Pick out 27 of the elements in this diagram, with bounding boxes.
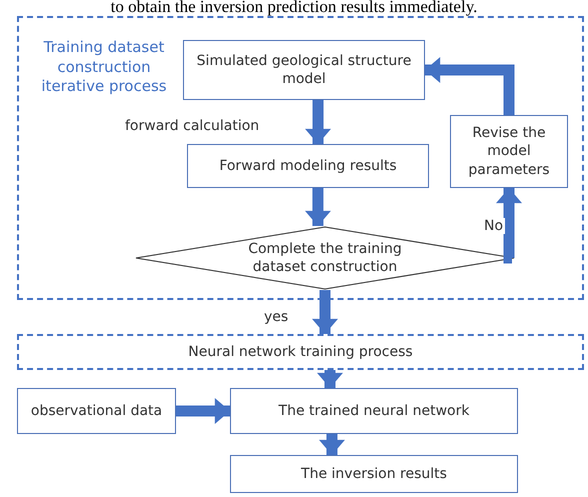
process-group bbox=[17, 16, 584, 300]
arrow bbox=[316, 370, 343, 388]
process-box bbox=[187, 144, 429, 188]
arrow bbox=[304, 188, 331, 226]
input-box bbox=[17, 388, 176, 434]
edge-label: No bbox=[482, 218, 506, 234]
node-label: Simulated geological structure model bbox=[196, 52, 412, 88]
arrow bbox=[425, 57, 514, 115]
arrow bbox=[312, 290, 338, 334]
arrow bbox=[176, 398, 230, 424]
group-heading: Training dataset construction iterative process bbox=[40, 38, 168, 96]
process-box bbox=[230, 388, 518, 434]
process-group bbox=[17, 334, 584, 370]
node-label: Forward modeling results bbox=[219, 156, 397, 176]
arrow bbox=[496, 188, 522, 264]
node-label: observational data bbox=[30, 402, 162, 420]
process-box bbox=[183, 40, 425, 100]
arrow bbox=[305, 100, 332, 144]
node-label: The trained neural network bbox=[278, 402, 470, 420]
node-label: The inversion results bbox=[301, 464, 447, 484]
process-box bbox=[230, 455, 518, 493]
node-label: Revise the model parameters bbox=[467, 124, 551, 179]
arrow bbox=[318, 434, 345, 455]
node-label: Neural network training process bbox=[188, 342, 413, 362]
caption-text: to obtain the inversion prediction results immediately. bbox=[110, 0, 478, 17]
process-box bbox=[450, 115, 568, 188]
node-label: Complete the training dataset construction bbox=[247, 240, 403, 276]
